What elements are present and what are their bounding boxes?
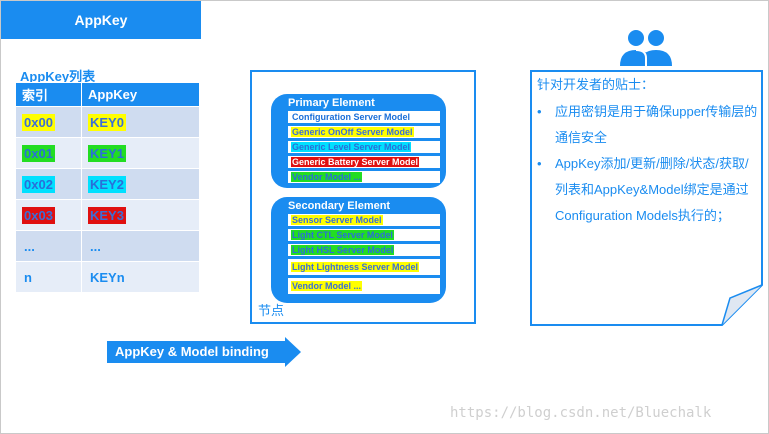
tip-item: AppKey添加/更新/删除/状态/获取/列表和AppKey&Model绑定是通… [537,151,759,229]
model-light-ctl-server: Light CTL Server Model [288,229,440,241]
model-vendor-primary: Vendor Model ... [288,171,440,183]
tips-list: 应用密钥是用于确保upper传输层的通信安全 AppKey添加/更新/删除/状态… [537,99,759,229]
node-box: Primary Element Configuration Server Mod… [250,70,476,324]
model-sensor-server: Sensor Server Model [288,214,440,226]
table-header-row: 索引 AppKey [15,82,200,107]
primary-element: Primary Element Configuration Server Mod… [271,94,446,188]
key-cell: KEY0 [81,106,200,138]
key-cell: KEYn [81,261,200,293]
model-generic-battery-server: Generic Battery Server Model [288,156,440,168]
index-value: ... [24,238,35,254]
key-value: ... [90,238,101,254]
model-generic-onoff-server: Generic OnOff Server Model [288,126,440,138]
tips-title: 针对开发者的贴士： [537,77,655,92]
index-value: 0x03 [22,206,55,224]
tips-text: 针对开发者的贴士： 应用密钥是用于确保upper传输层的通信安全 AppKey添… [537,74,759,229]
table-row: n KEYn [15,261,200,293]
secondary-element: Secondary Element Sensor Server Model Li… [271,197,446,303]
key-cell: ... [81,230,200,262]
model-vendor-secondary: Vendor Model ... [288,278,440,294]
index-value: 0x01 [22,144,55,162]
table-row: 0x01 KEY1 [15,137,200,169]
key-cell: KEY2 [81,168,200,200]
index-cell: 0x00 [15,106,82,138]
table-row: 0x00 KEY0 [15,106,200,138]
column-header-index: 索引 [15,82,82,107]
appkey-title-tab: AppKey [1,1,201,39]
table-row: 0x02 KEY2 [15,168,200,200]
index-cell: n [15,261,82,293]
index-cell: 0x03 [15,199,82,231]
binding-arrow-label: AppKey & Model binding [115,344,269,359]
binding-arrow: AppKey & Model binding [107,337,301,367]
table-row: 0x03 KEY3 [15,199,200,231]
key-value: KEY0 [88,113,126,131]
appkey-title: AppKey [74,12,128,28]
secondary-element-title: Secondary Element [288,200,391,212]
table-row: ... ... [15,230,200,262]
key-value: KEYn [90,269,125,285]
model-generic-level-server: Generic Level Server Model [288,141,440,153]
key-cell: KEY1 [81,137,200,169]
model-light-hsl-server: Light HSL Server Model [288,244,440,256]
key-value: KEY2 [88,175,126,193]
index-value: 0x00 [22,113,55,131]
index-value: n [24,269,32,285]
index-cell: 0x02 [15,168,82,200]
binding-arrow-head [285,337,301,367]
node-label: 节点 [258,303,285,318]
model-configuration-server: Configuration Server Model [288,111,440,123]
people-icon [620,30,672,66]
key-value: KEY3 [88,206,126,224]
appkey-table-caption: AppKey列表 [20,69,96,84]
watermark: https://blog.csdn.net/Bluechalk [450,405,712,421]
primary-element-title: Primary Element [288,97,375,109]
index-value: 0x02 [22,175,55,193]
appkey-table: 索引 AppKey 0x00 KEY0 0x01 KEY1 0x02 KEY2 … [15,82,200,293]
index-cell: 0x01 [15,137,82,169]
index-cell: ... [15,230,82,262]
column-header-appkey: AppKey [81,82,200,107]
key-cell: KEY3 [81,199,200,231]
model-light-lightness-server: Light Lightness Server Model [288,259,440,275]
binding-arrow-bar [107,341,285,363]
key-value: KEY1 [88,144,126,162]
tip-item: 应用密钥是用于确保upper传输层的通信安全 [537,99,759,151]
